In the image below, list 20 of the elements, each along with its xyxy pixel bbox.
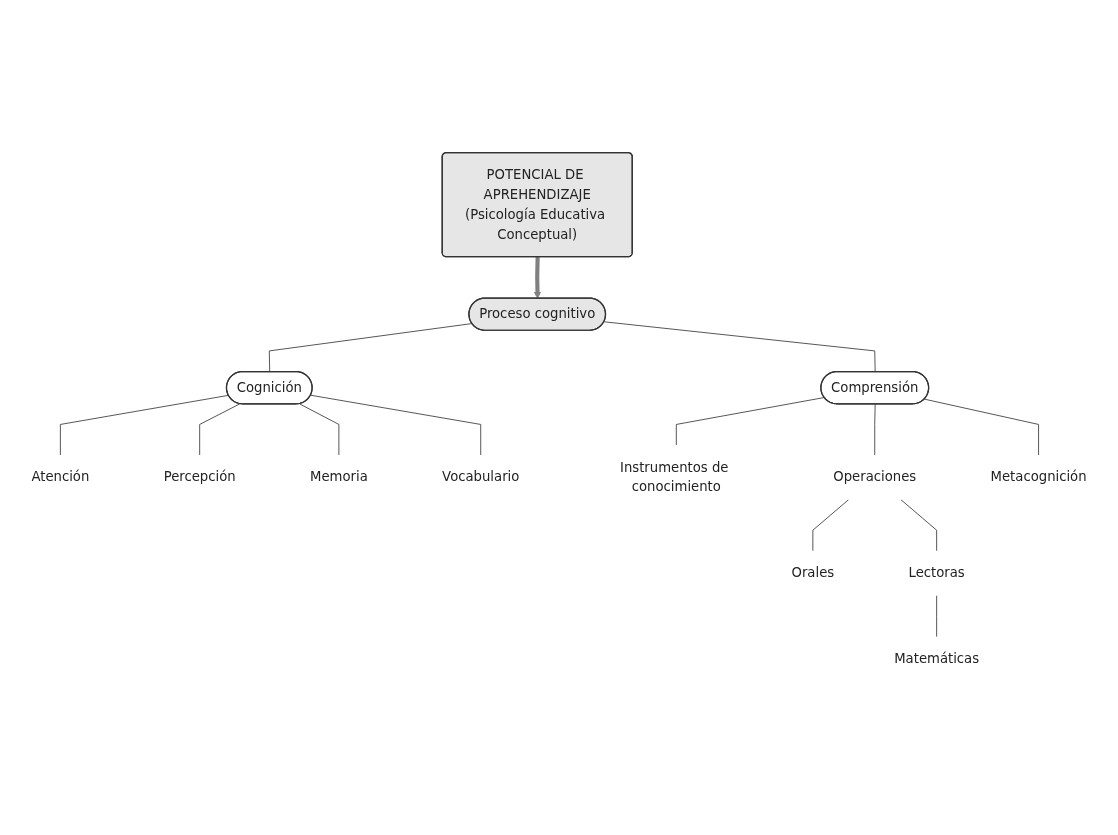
arrow: [533, 257, 542, 300]
node-text: Operaciones: [833, 469, 917, 486]
connector: [675, 397, 825, 446]
connector: [874, 404, 876, 456]
node-text: Lectoras: [908, 565, 965, 582]
node-text: Metacognición: [990, 469, 1087, 486]
node-text: Memoria: [310, 469, 368, 486]
connector: [936, 595, 938, 638]
connector: [310, 395, 482, 456]
node-text: Instrumentos de conocimiento: [619, 459, 729, 496]
connector: [924, 399, 1039, 456]
connector: [603, 321, 876, 373]
connector: [900, 499, 938, 552]
node-text: Orales: [791, 565, 835, 582]
connector: [812, 499, 850, 552]
node-text: Percepción: [163, 469, 236, 486]
node-text: Vocabulario: [442, 469, 520, 486]
connector: [59, 395, 230, 456]
node-text: Matemáticas: [894, 651, 980, 668]
node-text: Atención: [31, 469, 90, 486]
